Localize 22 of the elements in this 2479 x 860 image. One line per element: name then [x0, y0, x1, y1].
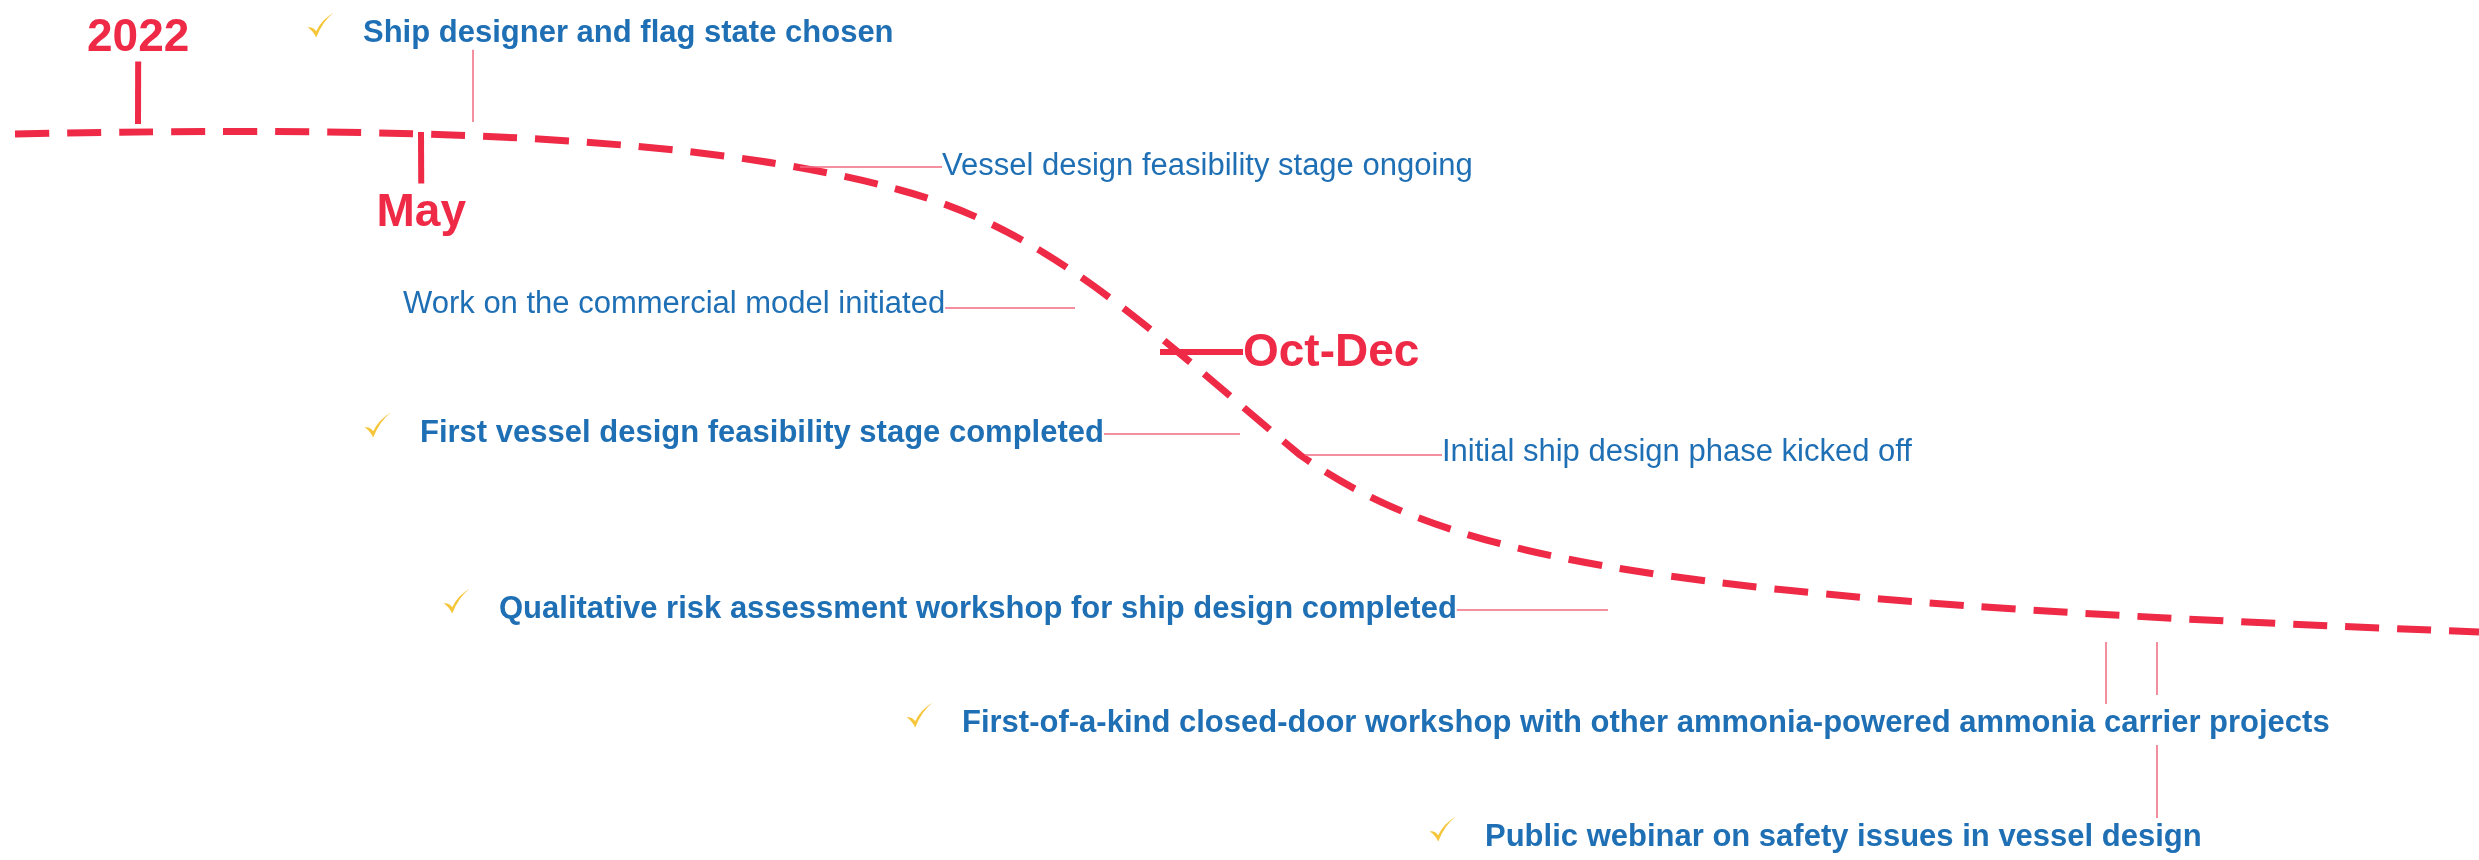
- milestone-text: Qualitative risk assessment workshop for ship design completed: [499, 590, 1457, 626]
- leader-line: [1103, 433, 1241, 435]
- leader-line: [1304, 454, 1443, 456]
- event-text: Initial ship design phase kicked off: [1442, 433, 1912, 469]
- milestone-text: First-of-a-kind closed-door workshop with other ammonia-powered ammonia carrier projects: [962, 704, 2330, 740]
- leader-line: [418, 132, 425, 184]
- period-label: Oct-Dec: [1243, 323, 1420, 377]
- leader-line: [2105, 641, 2107, 705]
- year-label: 2022: [87, 8, 190, 62]
- milestone-text: First vessel design feasibility stage completed: [420, 414, 1104, 450]
- milestone-text: Public webinar on safety issues in vessel design: [1485, 818, 2202, 854]
- event-text: Vessel design feasibility stage ongoing: [942, 147, 1473, 183]
- month-label: May: [376, 183, 466, 237]
- leader-line: [799, 166, 943, 168]
- leader-line: [2156, 641, 2158, 819]
- leader-line: [1160, 349, 1243, 355]
- event-text: Work on the commercial model initiated: [403, 285, 946, 321]
- leader-line: [944, 307, 1076, 309]
- milestone-text: Ship designer and flag state chosen: [363, 14, 894, 50]
- leader-line: [135, 61, 142, 124]
- leader-line: [1456, 609, 1609, 611]
- leader-line: [472, 48, 474, 123]
